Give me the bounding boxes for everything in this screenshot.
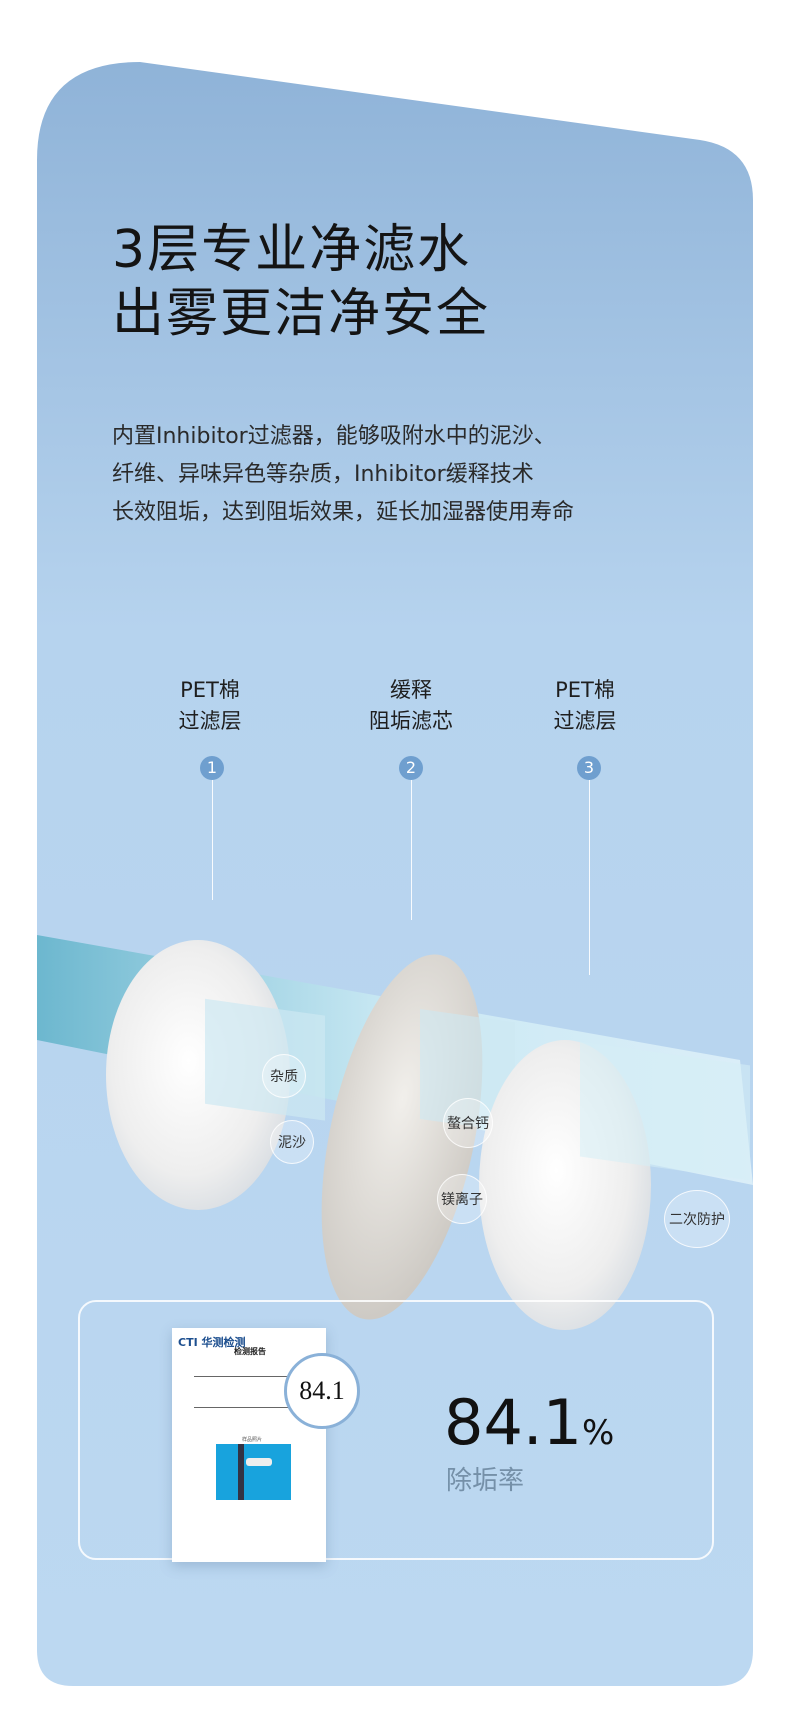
bubble-magnesium-ion: 镁离子	[437, 1174, 487, 1224]
report-photo-caption: 样品照片	[242, 1437, 263, 1443]
leader-line	[212, 780, 213, 900]
bubble-secondary-protection: 二次防护	[664, 1190, 730, 1248]
descaling-rate-label: 除垢率	[446, 1466, 525, 1496]
headline-line-1: 3层专业净滤水	[112, 220, 472, 280]
leader-line	[589, 780, 590, 975]
report-brand-name: 华测检测	[201, 1336, 246, 1349]
headline-line-2: 出雾更洁净安全	[112, 284, 491, 344]
report-title: 检测报告	[234, 1347, 266, 1356]
headline: 3层专业净滤水 出雾更洁净安全	[112, 218, 490, 346]
description-line: 纤维、异味异色等杂质，Inhibitor缓释技术	[112, 462, 534, 487]
bubble-chelated-calcium: 螯合钙	[443, 1098, 493, 1148]
bubble-sediment: 泥沙	[270, 1120, 314, 1164]
report-sample-photo	[216, 1444, 291, 1500]
stat-panel	[78, 1300, 714, 1560]
description: 内置Inhibitor过滤器，能够吸附水中的泥沙、 纤维、异味异色等杂质，Inh…	[112, 418, 574, 532]
descaling-rate-value: 84.1%	[444, 1386, 615, 1459]
description-line: 内置Inhibitor过滤器，能够吸附水中的泥沙、	[112, 424, 556, 449]
report-table	[194, 1376, 294, 1408]
layer-3-label: PET棉过滤层	[553, 678, 617, 733]
report-highlight-magnifier: 84.1	[284, 1353, 360, 1429]
leader-line	[411, 780, 412, 920]
report-brand-logo: CTI	[178, 1336, 198, 1349]
layer-1-label: PET棉过滤层	[178, 678, 242, 733]
description-line: 长效阻垢，达到阻垢效果，延长加湿器使用寿命	[112, 500, 575, 525]
layer-2-number-badge: 2	[399, 756, 423, 780]
layer-3-number-badge: 3	[577, 756, 601, 780]
layer-2-label: 缓释阻垢滤芯	[369, 678, 453, 733]
bubble-impurities: 杂质	[262, 1054, 306, 1098]
layer-1-number-badge: 1	[200, 756, 224, 780]
